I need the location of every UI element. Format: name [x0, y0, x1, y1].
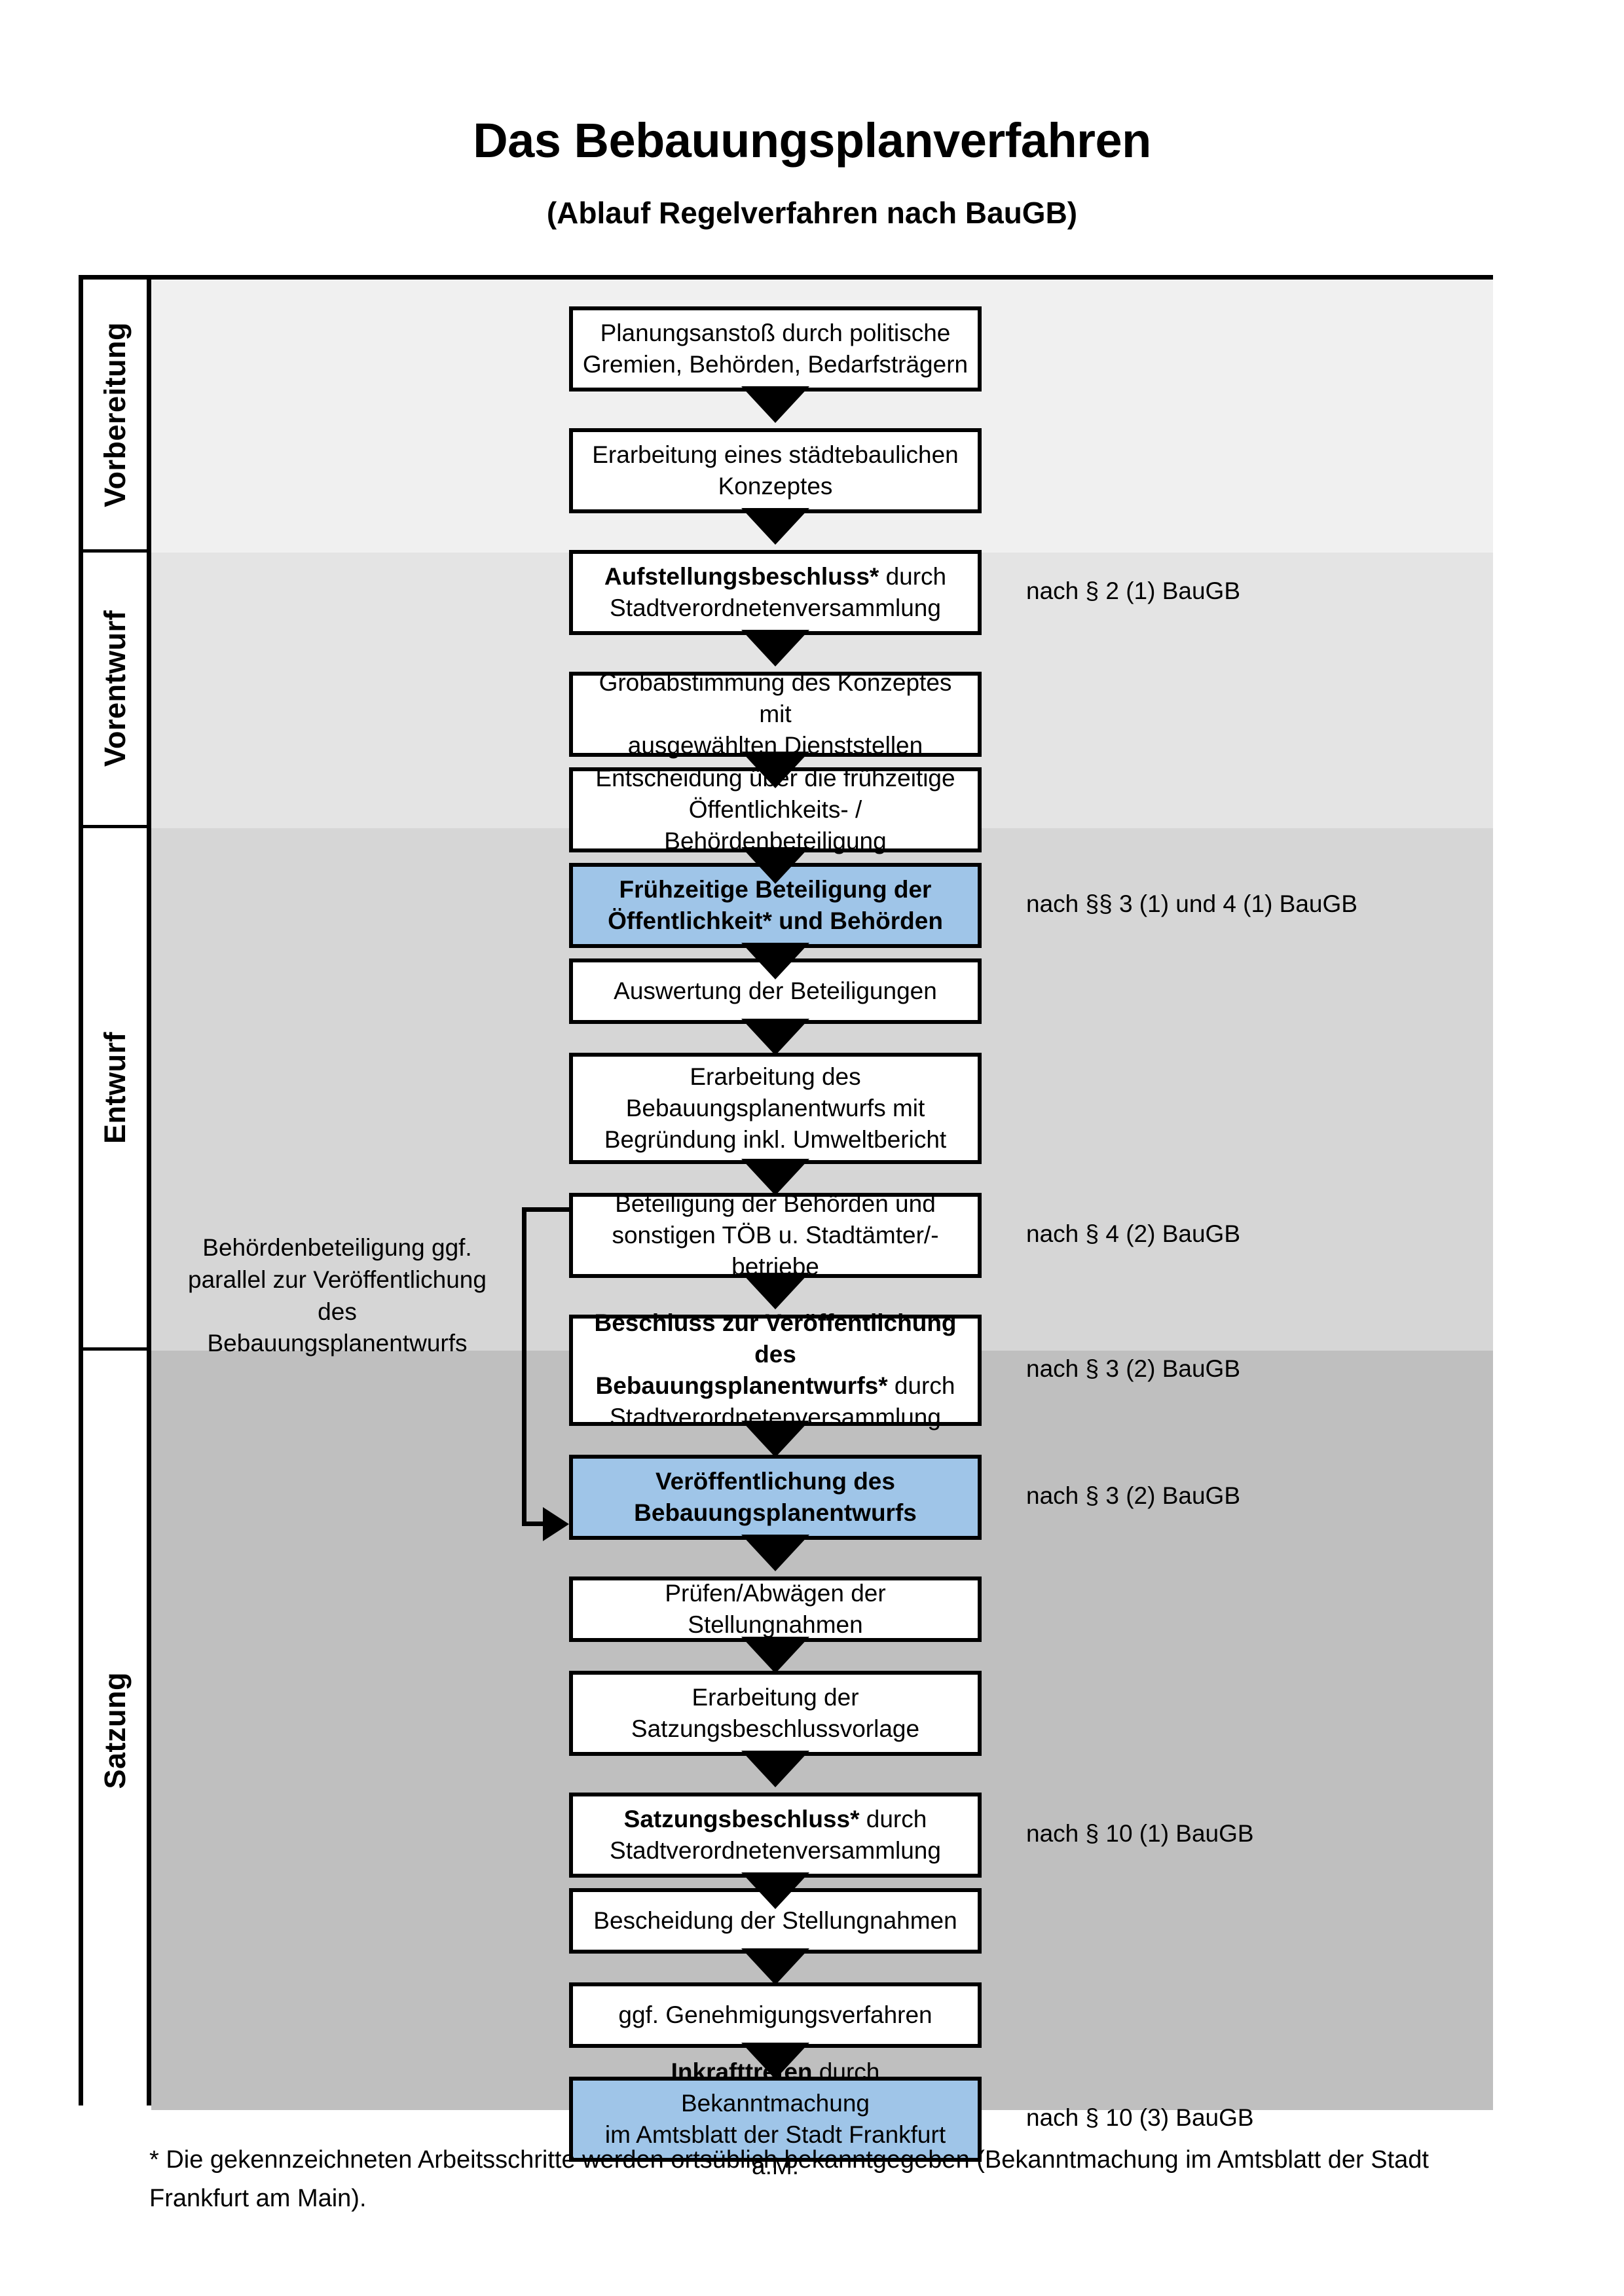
flow-arrow-down-icon — [741, 943, 809, 979]
side-note-text: Behördenbeteiligung ggf. parallel zur Ve… — [188, 1234, 487, 1357]
flow-arrow-down-icon — [741, 1872, 809, 1909]
flowchart-frame: Vorbereitung Vorentwurf Entwurf Satzung … — [79, 275, 1493, 2179]
loop-connector-vertical-segment — [522, 1207, 526, 1522]
phase-label-entwurf: Entwurf — [98, 1032, 132, 1144]
flow-arrow-down-icon — [741, 1159, 809, 1195]
process-node-label: Prüfen/Abwägen der Stellungnahmen — [665, 1579, 886, 1638]
law-reference-r6: nach § 10 (1) BauGB — [1026, 1820, 1254, 1847]
phase-label-vorbereitung: Vorbereitung — [98, 321, 132, 507]
process-node-n16: ggf. Genehmigungsverfahren — [569, 1982, 982, 2048]
flow-arrow-down-icon — [741, 630, 809, 666]
page-subtitle: (Ablauf Regelverfahren nach BauGB) — [546, 196, 1078, 230]
flow-arrow-down-icon — [741, 1637, 809, 1673]
flow-arrow-down-icon — [741, 386, 809, 423]
flow-arrow-down-icon — [741, 752, 809, 788]
law-reference-r5: nach § 3 (2) BauGB — [1026, 1482, 1241, 1509]
process-node-label: ggf. Genehmigungsverfahren — [618, 2001, 932, 2028]
loop-connector-bottom-segment — [522, 1522, 547, 1526]
law-reference-r1: nach § 2 (1) BauGB — [1026, 577, 1241, 604]
flow-arrow-down-icon — [741, 1421, 809, 1457]
flow-arrow-down-icon — [741, 1273, 809, 1309]
process-node-n7: Auswertung der Beteiligungen — [569, 958, 982, 1024]
law-reference-r3: nach § 4 (2) BauGB — [1026, 1220, 1241, 1247]
page-title: Das Bebauungsplanverfahren — [473, 113, 1151, 168]
flow-arrow-down-icon — [741, 847, 809, 884]
phase-cell-vorbereitung: Vorbereitung — [83, 280, 147, 553]
flow-arrow-down-icon — [741, 508, 809, 545]
process-node-label: Auswertung der Beteiligungen — [614, 977, 937, 1004]
process-node-n12: Prüfen/Abwägen der Stellungnahmen — [569, 1576, 982, 1642]
process-node-label: Bescheidung der Stellungnahmen — [593, 1906, 957, 1934]
footnote: * Die gekennzeichneten Arbeitsschritte w… — [149, 2146, 1429, 2212]
flow-arrow-down-icon — [741, 1751, 809, 1787]
phase-label-vorentwurf: Vorentwurf — [98, 610, 132, 767]
flow-arrow-down-icon — [741, 1948, 809, 1985]
phase-label-column: Vorbereitung Vorentwurf Entwurf Satzung — [83, 280, 151, 2110]
phase-cell-vorentwurf: Vorentwurf — [83, 553, 147, 828]
flow-arrow-down-icon — [741, 1535, 809, 1571]
flow-arrow-down-icon — [741, 1019, 809, 1055]
loop-connector-arrowhead-icon — [543, 1506, 569, 1541]
phase-cell-satzung: Satzung — [83, 1351, 147, 2110]
loop-connector-top-segment — [522, 1207, 569, 1212]
phase-cell-entwurf: Entwurf — [83, 828, 147, 1351]
phase-label-satzung: Satzung — [98, 1671, 132, 1789]
page-header: Das Bebauungsplanverfahren (Ablauf Regel… — [0, 0, 1624, 228]
law-reference-r7: nach § 10 (3) BauGB — [1026, 2104, 1254, 2131]
law-reference-r2: nach §§ 3 (1) und 4 (1) BauGB — [1026, 890, 1357, 917]
law-reference-r4: nach § 3 (2) BauGB — [1026, 1355, 1241, 1382]
flow-arrow-down-icon — [741, 2043, 809, 2079]
